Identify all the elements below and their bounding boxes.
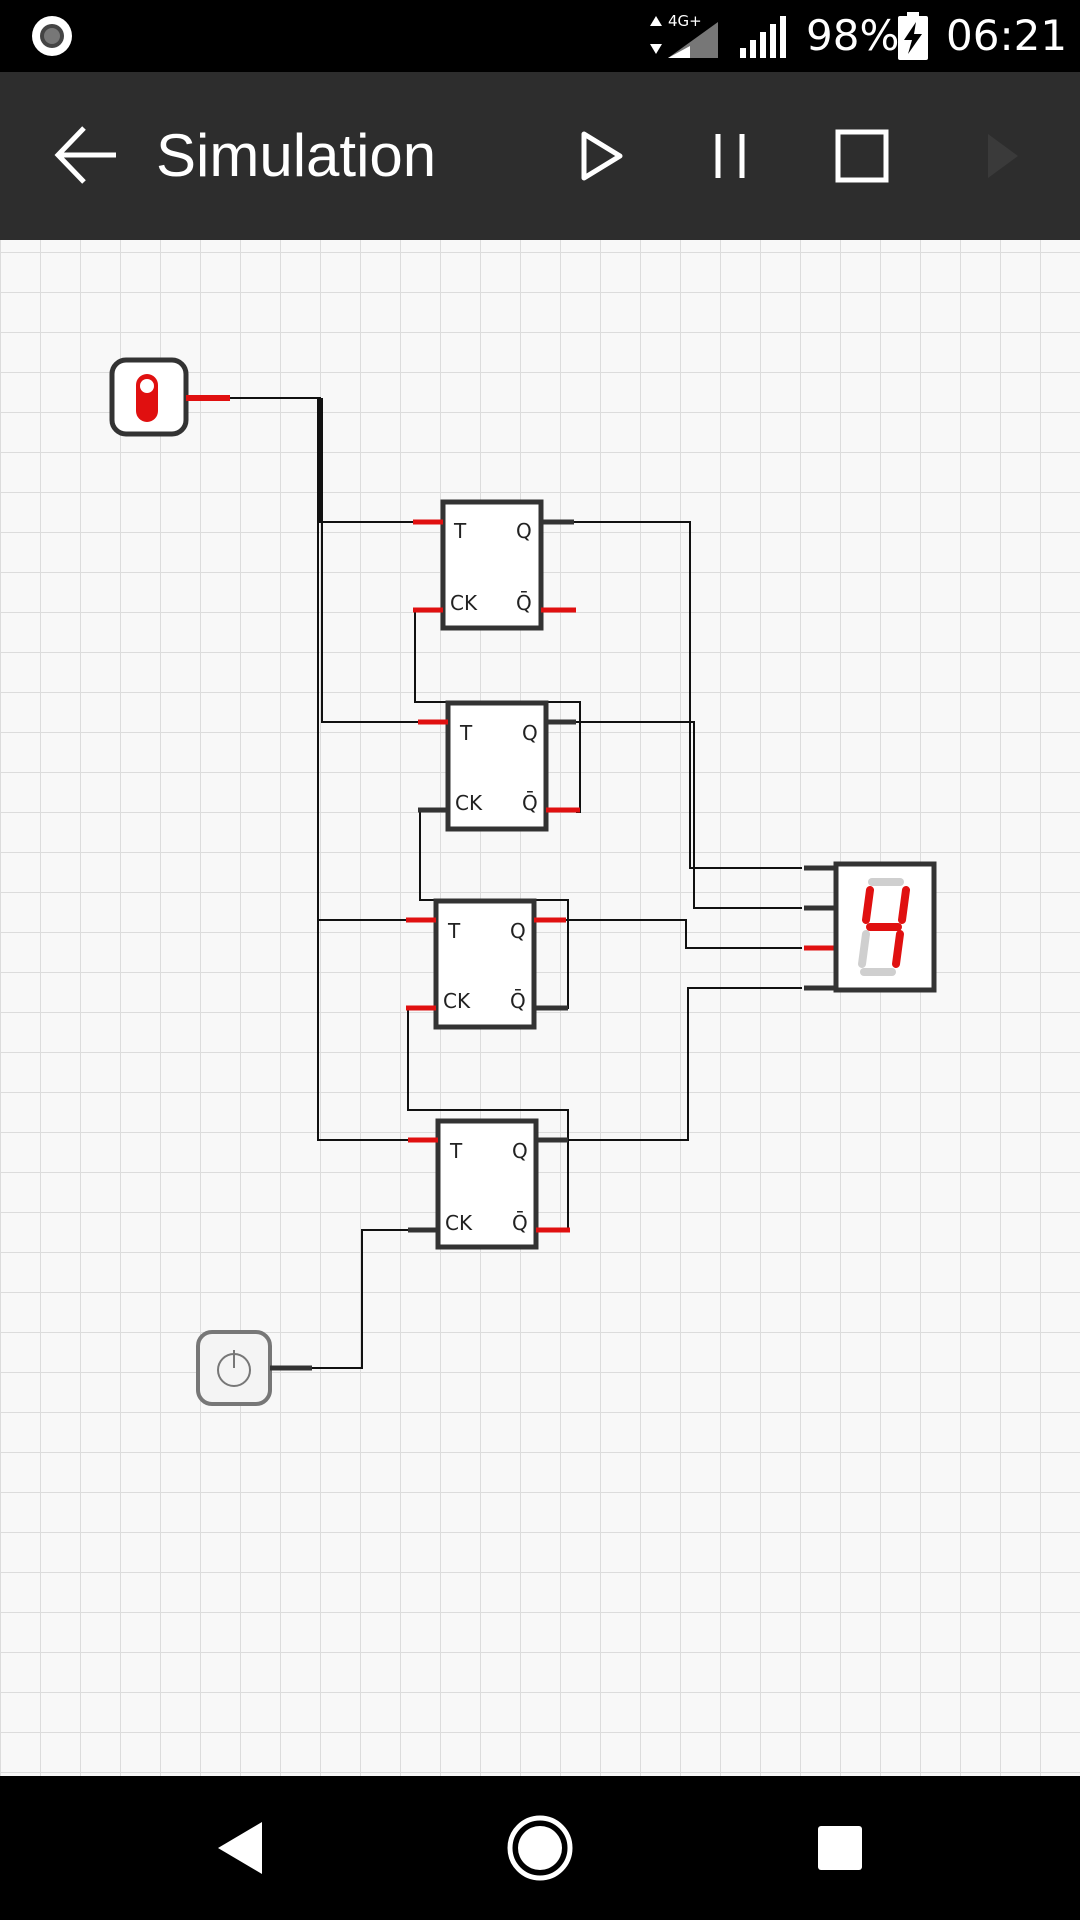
display-digit [858, 878, 910, 976]
ff1-q-label: Q [516, 519, 532, 543]
status-bar: 4G+ 98% 06:21 [0, 0, 1080, 72]
t-flip-flop-4[interactable]: T Q CK Q̄ [408, 1118, 570, 1250]
home-circle-icon[interactable] [504, 1812, 576, 1884]
step-forward-icon[interactable] [960, 116, 1040, 196]
clock-source[interactable] [196, 1330, 312, 1406]
signal-icon [740, 16, 786, 58]
back-triangle-icon[interactable] [204, 1812, 276, 1884]
t-flip-flop-2[interactable]: T Q CK Q̄ [418, 700, 580, 832]
ff1-t-label: T [453, 519, 467, 543]
app-toolbar: Simulation [0, 72, 1080, 240]
page-title: Simulation [156, 122, 437, 189]
ff3-qbar-label: Q̄ [510, 988, 526, 1013]
ff2-t-label: T [459, 721, 473, 745]
ff3-ck-label: CK [443, 989, 471, 1013]
seven-segment-display[interactable] [804, 861, 937, 993]
ff4-ck-label: CK [445, 1211, 473, 1235]
arrow-left-icon[interactable] [52, 120, 122, 190]
ff1-qbar-label: Q̄ [516, 590, 532, 615]
ff4-t-label: T [449, 1139, 463, 1163]
t-flip-flop-3[interactable]: T Q CK Q̄ [406, 898, 568, 1030]
ff3-t-label: T [447, 919, 461, 943]
ff3-q-label: Q [510, 919, 526, 943]
network-type-label: 4G+ [668, 12, 702, 30]
record-icon [32, 16, 72, 56]
stop-icon[interactable] [822, 116, 902, 196]
battery-percent: 98% [806, 11, 900, 60]
recents-square-icon[interactable] [804, 1812, 876, 1884]
wires [230, 397, 802, 1369]
ff2-qbar-label: Q̄ [522, 790, 538, 815]
battery-charging-icon [898, 12, 928, 60]
ff2-ck-label: CK [455, 791, 483, 815]
ff2-q-label: Q [522, 721, 538, 745]
t-flip-flop-1[interactable]: T Q CK Q̄ [413, 499, 576, 631]
ff1-ck-label: CK [450, 591, 478, 615]
clock: 06:21 [946, 11, 1068, 60]
system-navigation-bar [0, 1776, 1080, 1920]
toggle-switch[interactable] [109, 357, 230, 437]
mobile-data-icon: 4G+ [650, 12, 718, 58]
circuit-diagram: T Q CK Q̄ T Q CK Q̄ T Q CK Q̄ [109, 357, 937, 1406]
ff4-q-label: Q [512, 1139, 528, 1163]
play-icon[interactable] [560, 116, 640, 196]
circuit-canvas[interactable]: T Q CK Q̄ T Q CK Q̄ T Q CK Q̄ [0, 240, 1080, 1776]
pause-icon[interactable] [690, 116, 770, 196]
ff4-qbar-label: Q̄ [512, 1210, 528, 1235]
